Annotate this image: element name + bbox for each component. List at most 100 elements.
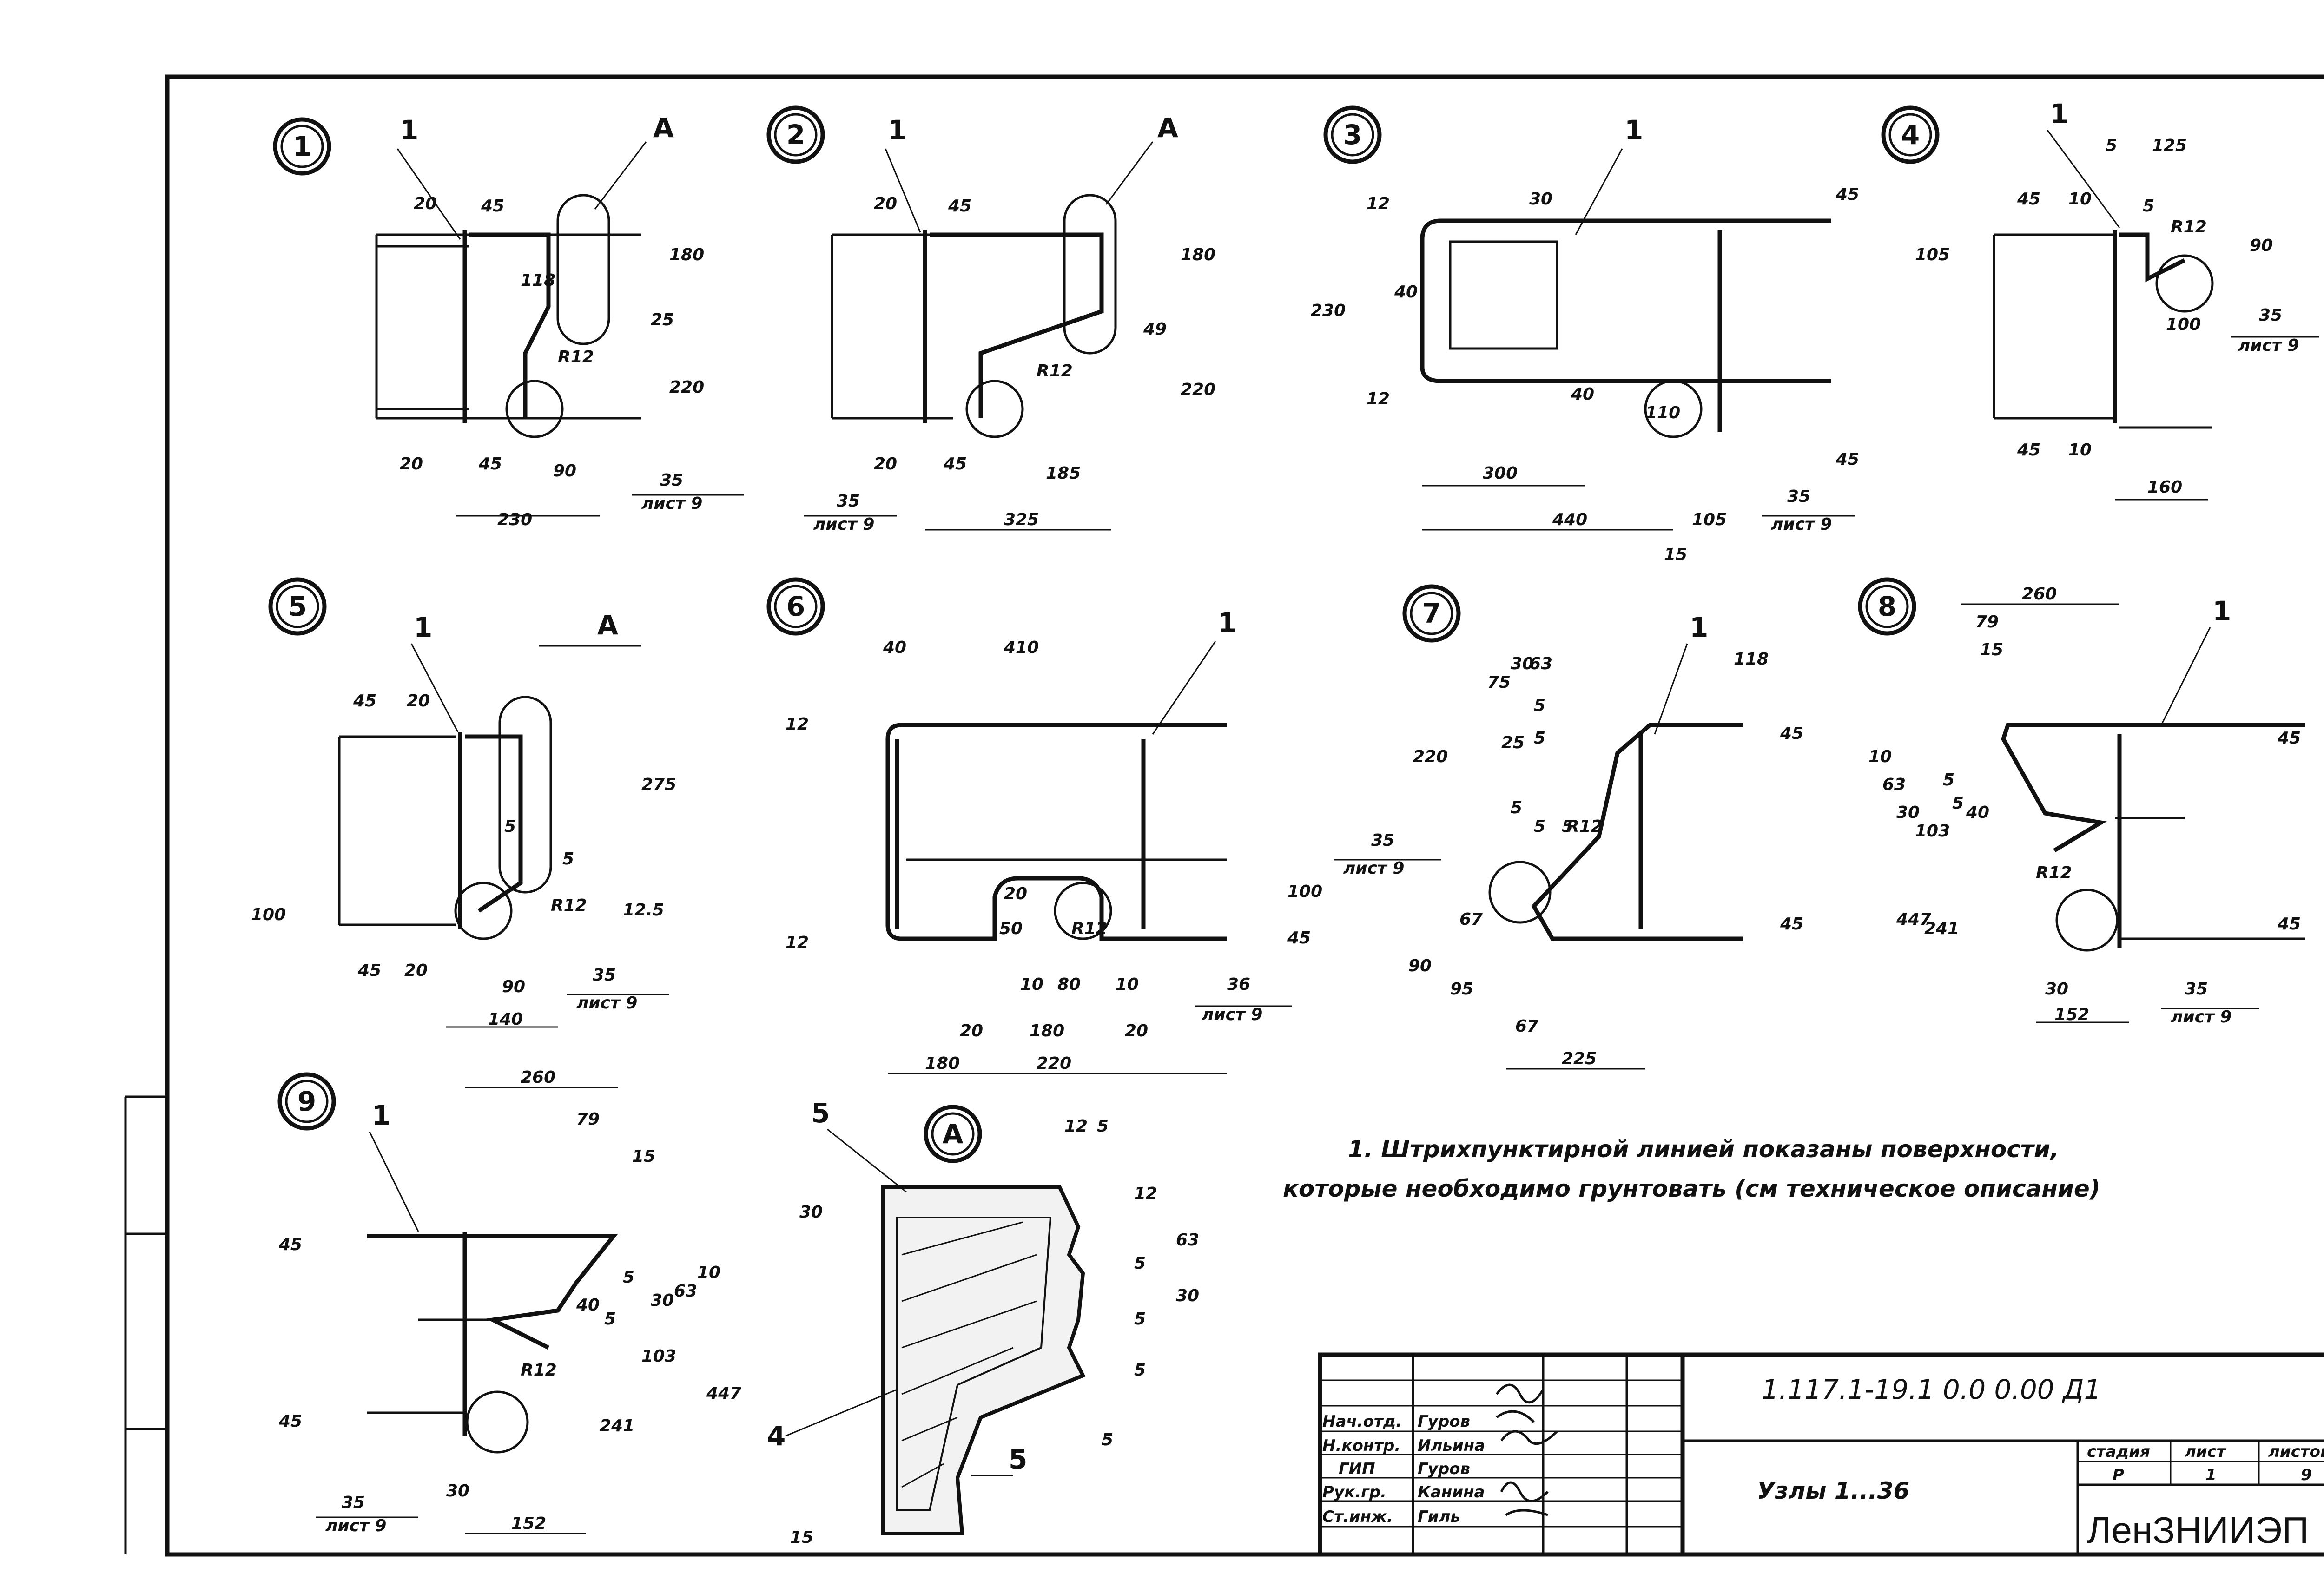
- dimension-label: лист 9: [641, 494, 702, 513]
- tb-name-2: Гуров: [1418, 1460, 1470, 1478]
- dimension-label: 140: [488, 1010, 523, 1029]
- dimension-label: 325: [1004, 510, 1039, 529]
- sheet-frame: [124, 74, 2324, 1557]
- dimension-label: 5: [1134, 1310, 1146, 1329]
- dimension-label: 1: [2050, 98, 2068, 130]
- dimension-label: 5: [288, 591, 307, 622]
- dimension-label: 35: [342, 1493, 365, 1512]
- dimension-label: 4: [767, 1420, 786, 1452]
- dimension-label: 440: [1552, 510, 1587, 529]
- dimension-label: A: [1157, 112, 1178, 144]
- note-line-1: 1. Штрихпунктирной линией показаны повер…: [1348, 1136, 2059, 1163]
- dimension-label: 45: [1287, 929, 1311, 948]
- dimension-label: 45: [478, 454, 502, 474]
- dimension-label: лист 9: [1771, 515, 1832, 534]
- dimension-label: 5: [811, 1097, 830, 1129]
- dimension-label: 10: [1116, 975, 1139, 994]
- tb-name-4: Гиль: [1418, 1508, 1460, 1526]
- dimension-label: 220: [669, 378, 704, 397]
- node-9: 9 1 260 79 15 45 5 40 5 30 63 10 R12 103…: [277, 1068, 741, 1535]
- dimension-label: 35: [2185, 980, 2208, 999]
- note-line-2: которые необходимо грунтовать (см технич…: [1283, 1175, 2100, 1202]
- dimension-label: 15: [1980, 640, 2003, 659]
- dimension-label: 152: [511, 1514, 546, 1533]
- node-1-number: 1: [293, 131, 311, 162]
- dimension-label: 80: [1057, 975, 1081, 994]
- dimension-label: R12: [1037, 362, 1073, 381]
- dimension-label: 75: [1487, 673, 1511, 692]
- dimension-label: 45: [1835, 185, 1859, 204]
- dimension-label: 5: [623, 1268, 634, 1287]
- dimension-label: 30: [1529, 190, 1552, 209]
- dimension-label: A: [653, 112, 674, 144]
- dimension-label: 45: [2277, 729, 2301, 748]
- dimension-label: 8: [1878, 591, 1896, 622]
- drawing-title: Узлы 1...36: [1757, 1477, 1909, 1504]
- dimension-label: 25: [1501, 733, 1525, 752]
- dimension-label: 1: [1624, 114, 1643, 146]
- dimension-label: 118: [1734, 650, 1769, 669]
- detail-A: A 5 12 5 30 12 63 5 30 5 5 4 5 5 15: [767, 1097, 1199, 1547]
- sheet-header: лист: [2185, 1442, 2227, 1461]
- dimension-label: 1: [1218, 607, 1236, 639]
- dimension-label: 1: [400, 114, 418, 146]
- dimension-label: 5: [2106, 136, 2117, 155]
- dimension-label: лист 9: [325, 1516, 386, 1535]
- dimension-label: 180: [1181, 245, 1215, 264]
- dimension-label: 15: [632, 1147, 655, 1166]
- dimension-label: 45: [1780, 724, 1803, 743]
- dimension-label: 220: [1413, 747, 1448, 766]
- dimension-label: 100: [1287, 882, 1322, 901]
- dimension-label: 45: [1780, 915, 1803, 934]
- dimension-label: 45: [481, 197, 504, 216]
- dimension-label: 180: [669, 245, 704, 264]
- node-2: 2 1 A 20 45 180 49 220 R12 20 45 185 35 …: [766, 105, 1215, 534]
- title-block: Нач.отд. Гуров Н.контр. Ильина ГИП Гуров…: [1318, 1352, 2324, 1557]
- dimension-label: 1: [372, 1100, 390, 1131]
- dimension-label: 63: [674, 1282, 697, 1301]
- dimension-label: 180: [1030, 1021, 1064, 1041]
- dimension-label: 2: [786, 119, 805, 151]
- tb-role-0: Нач.отд.: [1322, 1412, 1402, 1431]
- dimension-label: R12: [1566, 817, 1603, 836]
- dimension-label: 105: [1692, 510, 1727, 529]
- dimension-label: лист 9: [2238, 336, 2299, 355]
- dimension-label: 5: [1562, 817, 1573, 836]
- dimension-label: 241: [600, 1416, 634, 1436]
- signatures: [1496, 1383, 1558, 1516]
- dimension-label: 118: [521, 271, 555, 290]
- dimension-label: 5: [1534, 696, 1545, 715]
- dimension-label: 30: [651, 1291, 674, 1310]
- dimension-label: 160: [2147, 478, 2182, 497]
- dimension-label: 5: [504, 817, 516, 836]
- dimension-label: 12: [1134, 1184, 1157, 1203]
- dimension-label: 45: [353, 692, 376, 711]
- dimension-label: 45: [278, 1412, 302, 1431]
- dimension-label: 35: [660, 471, 683, 490]
- node-7: 7 1 118 75 30 63 5 220 25 5 5 5 5 R12 45…: [1334, 584, 1803, 1070]
- dimension-label: R12: [1071, 919, 1108, 938]
- dimension-label: 20: [414, 194, 437, 213]
- dimension-label: 105: [1915, 245, 1950, 264]
- dimension-label: 36: [1227, 975, 1250, 994]
- tb-name-0: Гуров: [1418, 1412, 1470, 1431]
- node-4: 4 1 5 125 45 10 5 R12 90 105 35 100 лист…: [1881, 98, 2319, 501]
- dimension-label: 5: [1511, 798, 1522, 817]
- sheets-value: 9: [2301, 1466, 2312, 1484]
- dimension-label: 5: [1134, 1254, 1146, 1273]
- dimension-label: 5: [1534, 729, 1545, 748]
- dimension-label: 90: [2250, 236, 2273, 255]
- dimension-label: 12: [1064, 1117, 1088, 1136]
- dimension-label: 152: [2054, 1005, 2089, 1024]
- dimension-label: 10: [2068, 190, 2092, 209]
- dimension-label: лист 9: [1202, 1005, 1262, 1024]
- dimension-label: 20: [874, 454, 897, 474]
- dimension-label: 90: [1408, 956, 1432, 975]
- stage-value: Р: [2113, 1466, 2124, 1484]
- dimension-label: 25: [651, 310, 674, 329]
- dimension-label: 5: [604, 1310, 616, 1329]
- node-8: 8 1 260 79 15 10 63 5 30 5 40 103 R12 44…: [1858, 577, 2305, 1027]
- dimension-label: 45: [1835, 450, 1859, 469]
- dimension-label: 9: [297, 1086, 316, 1117]
